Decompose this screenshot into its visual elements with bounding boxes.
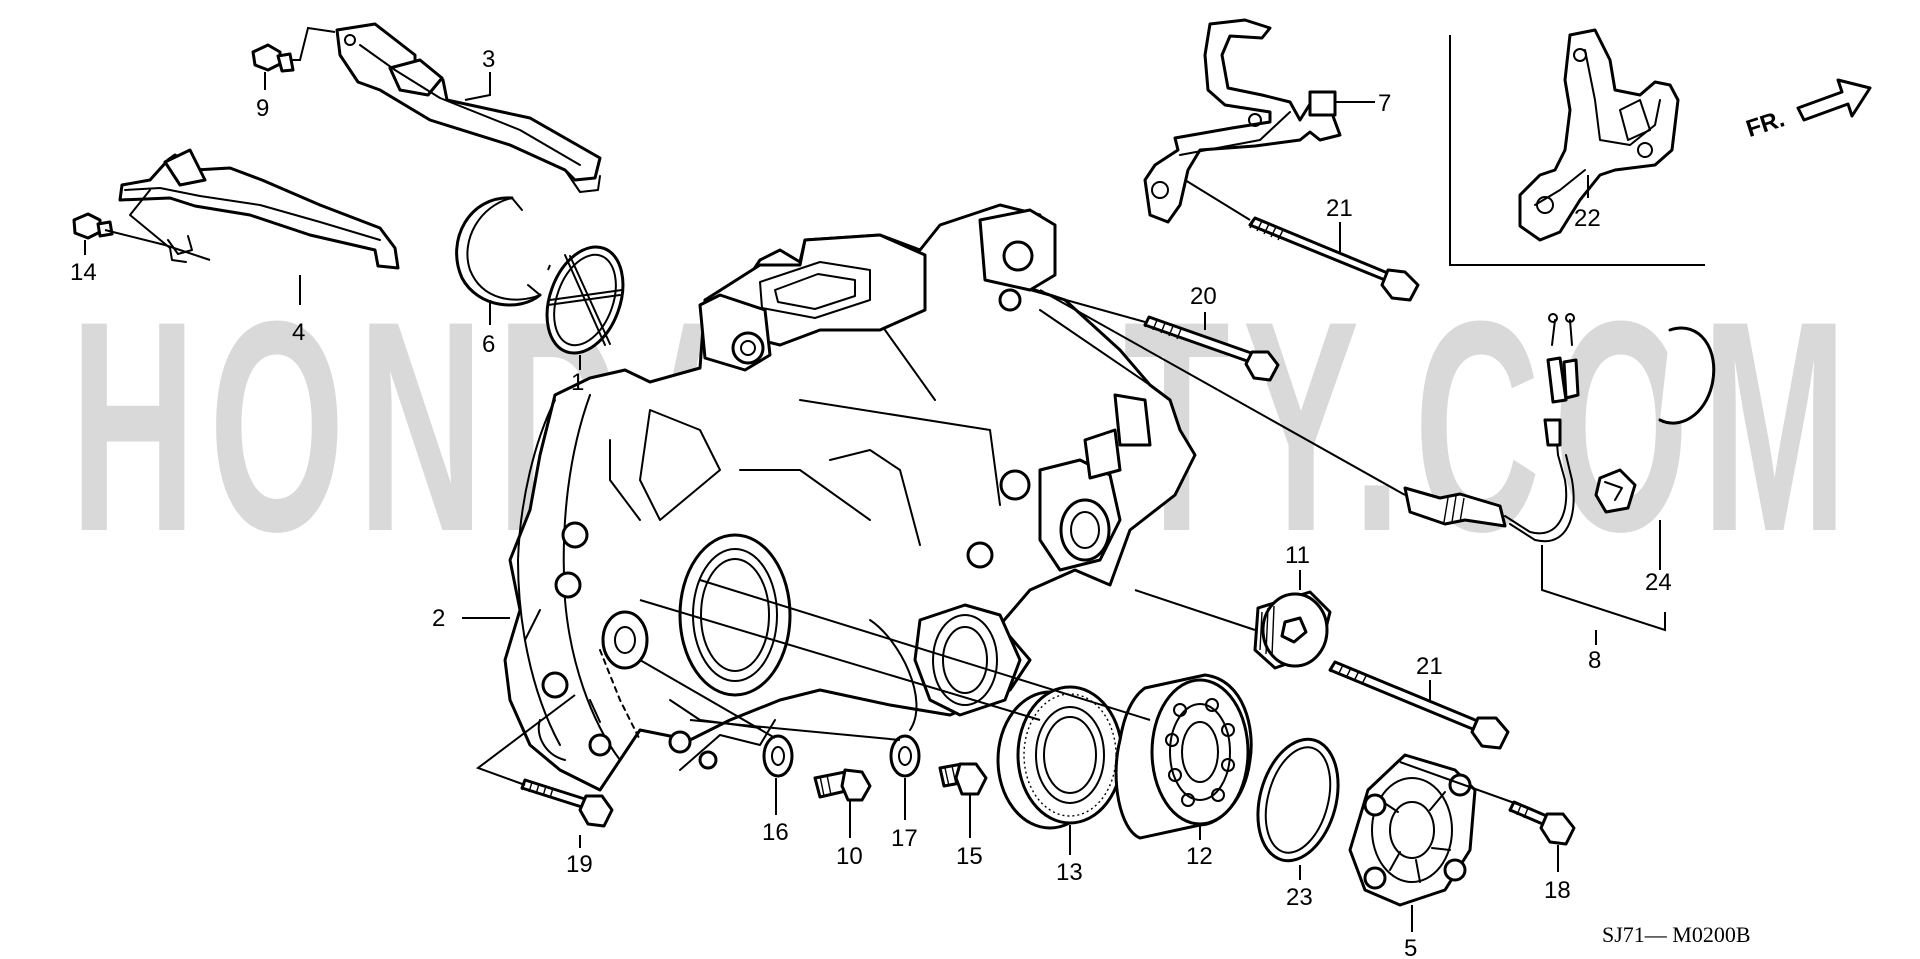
drain-plug-11: [1253, 590, 1332, 670]
callout-labels: 1 2 3 4 5 6 7 8 9 10 11 12 13 14 15 16 1…: [70, 46, 1672, 959]
callout-label-24: 24: [1645, 569, 1672, 596]
o-ring-23: [1256, 737, 1340, 863]
callout-label-5: 5: [1404, 935, 1417, 959]
washer-16: [762, 734, 794, 778]
callout-label-16: 16: [762, 819, 789, 846]
callout-label-21-lower: 21: [1416, 653, 1443, 680]
callout-label-3: 3: [482, 46, 495, 73]
callout-label-23: 23: [1286, 884, 1313, 911]
bracket-7: [1143, 18, 1342, 224]
bolt-15: [938, 762, 988, 796]
bolt-9: [251, 43, 295, 73]
callout-label-6: 6: [482, 331, 495, 358]
callout-label-13: 13: [1056, 859, 1083, 886]
diagram-code: SJ71— M0200B: [1602, 922, 1751, 947]
cap-1: [545, 245, 625, 355]
inset-frame: [1449, 35, 1705, 266]
callout-label-7: 7: [1378, 90, 1391, 117]
callout-label-18: 18: [1544, 877, 1571, 904]
transmission-housing: [503, 203, 1197, 792]
callout-label-22: 22: [1574, 205, 1601, 232]
washer-17: [889, 734, 921, 778]
callout-label-14: 14: [70, 259, 97, 286]
callout-label-8: 8: [1588, 647, 1601, 674]
snap-ring-6: [455, 196, 542, 307]
callout-label-10: 10: [836, 843, 863, 870]
bolt-21-upper: [1248, 216, 1420, 302]
callout-label-9: 9: [256, 95, 269, 122]
callout-label-17: 17: [891, 825, 918, 852]
front-direction-label: FR.: [1743, 105, 1788, 143]
callout-label-4: 4: [292, 319, 305, 346]
bracket-4: [118, 148, 400, 270]
callout-label-19: 19: [566, 851, 593, 878]
leader-lines: [84, 26, 1666, 932]
front-direction-indicator: FR.: [1743, 78, 1872, 143]
callout-label-15: 15: [956, 843, 983, 870]
bearing-12: [1114, 673, 1253, 840]
oil-seal-13: [996, 685, 1124, 830]
bolt-21-lower: [1328, 660, 1510, 750]
callout-label-2: 2: [432, 605, 445, 632]
clip-24: [1594, 326, 1716, 514]
bolt-14: [72, 212, 114, 240]
bolt-19: [520, 778, 614, 828]
bracket-22: [1518, 28, 1680, 242]
cover-5: [1348, 753, 1477, 907]
callout-label-12: 12: [1186, 843, 1213, 870]
bolt-18: [1508, 800, 1576, 846]
callout-label-20: 20: [1190, 283, 1217, 310]
callout-label-1: 1: [571, 369, 584, 396]
callout-label-11: 11: [1285, 542, 1310, 569]
bracket-3: [335, 22, 602, 193]
callout-label-21-upper: 21: [1326, 195, 1353, 222]
bolt-20: [1143, 315, 1280, 382]
bolt-10: [813, 768, 872, 802]
sensor-8: [1403, 313, 1580, 543]
